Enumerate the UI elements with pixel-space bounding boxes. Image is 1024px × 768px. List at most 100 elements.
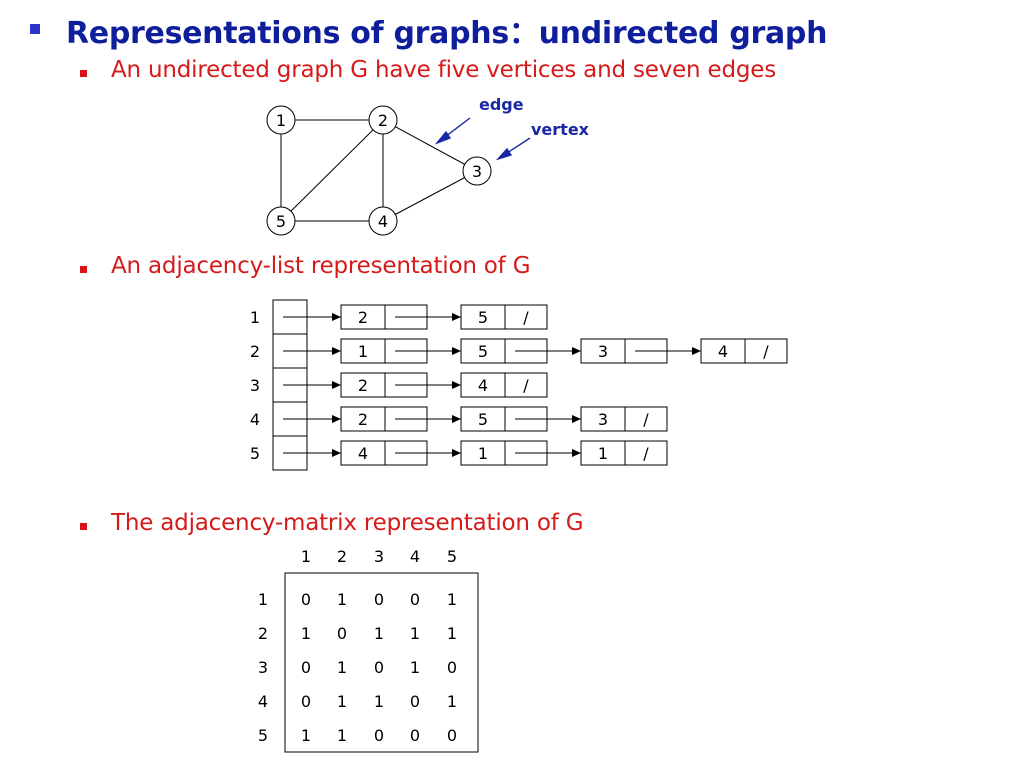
bullet-graph-description: An undirected graph G have five vertices… [111, 57, 777, 83]
vertex-arrowhead [495, 147, 513, 161]
head-arrow-head [332, 449, 341, 457]
matrix-cell: 0 [410, 692, 420, 711]
matrix-cell: 0 [374, 590, 384, 609]
node-value: 1 [478, 444, 488, 463]
matrix-cell: 1 [337, 590, 347, 609]
vertex-label-5: 5 [276, 212, 286, 231]
next-arrow-head [452, 347, 461, 355]
node-value: 2 [358, 410, 368, 429]
matrix-cell: 1 [337, 658, 347, 677]
matrix-cell: 1 [337, 726, 347, 745]
matrix-cell: 0 [374, 658, 384, 677]
edge-annotation-label: edge [479, 95, 524, 114]
graph-edges [280, 119, 478, 222]
matrix-row-header: 2 [258, 624, 268, 643]
list-node: 4/ [460, 372, 548, 398]
vertex-3 [462, 156, 492, 186]
next-arrow-head [572, 449, 581, 457]
matrix-cell: 0 [301, 692, 311, 711]
matrix-cell: 0 [374, 726, 384, 745]
node-pointer-cell [504, 304, 548, 330]
node-value: 5 [478, 308, 488, 327]
null-pointer: / [523, 308, 529, 327]
node-value: 1 [358, 342, 368, 361]
head-arrow-head [332, 381, 341, 389]
node-pointer-cell [624, 440, 668, 466]
matrix-row-header: 5 [258, 726, 268, 745]
matrix-cell: 0 [301, 590, 311, 609]
next-arrow-head [572, 347, 581, 355]
node-value: 4 [358, 444, 368, 463]
node-value: 1 [598, 444, 608, 463]
adj-list-index-3: 3 [250, 376, 260, 395]
matrix-column-header: 4 [410, 547, 420, 566]
node-value: 2 [358, 376, 368, 395]
matrix-cell: 0 [447, 726, 457, 745]
next-arrow-head [572, 415, 581, 423]
matrix-cell: 0 [301, 658, 311, 677]
vertex-label-2: 2 [378, 111, 388, 130]
node-value: 4 [478, 376, 488, 395]
annotation-arrows [434, 117, 531, 161]
next-arrow-head [692, 347, 701, 355]
list-node: 5/ [460, 304, 548, 330]
matrix-cell: 0 [337, 624, 347, 643]
matrix-cell: 0 [410, 726, 420, 745]
vertex-4 [368, 206, 398, 236]
vertex-label-3: 3 [472, 162, 482, 181]
list-node: 1/ [580, 440, 668, 466]
matrix-column-header: 1 [301, 547, 311, 566]
node-value: 2 [358, 308, 368, 327]
node-value: 4 [718, 342, 728, 361]
list-node: 3/ [580, 406, 668, 432]
matrix-cell: 1 [447, 692, 457, 711]
matrix-cell: 1 [301, 624, 311, 643]
matrix-row-header: 4 [258, 692, 268, 711]
matrix-column-header: 5 [447, 547, 457, 566]
matrix-cell: 1 [301, 726, 311, 745]
matrix-border [284, 572, 479, 753]
bullet-marker [80, 70, 87, 77]
matrix-cell: 0 [410, 590, 420, 609]
matrix-cell: 0 [447, 658, 457, 677]
matrix-cell: 1 [374, 624, 384, 643]
matrix-column-header: 3 [374, 547, 384, 566]
node-value: 3 [598, 410, 608, 429]
matrix-row-header: 3 [258, 658, 268, 677]
adj-list-index-2: 2 [250, 342, 260, 361]
next-arrow-head [452, 313, 461, 321]
matrix-cell: 1 [447, 590, 457, 609]
vertex-label-4: 4 [378, 212, 388, 231]
list-node: 4/ [700, 338, 788, 364]
title-bullet [30, 24, 40, 34]
head-arrow-head [332, 415, 341, 423]
slide-title: Representations of graphs：undirected gra… [66, 16, 828, 51]
matrix-cell: 1 [410, 624, 420, 643]
adj-list-index-5: 5 [250, 444, 260, 463]
node-value: 5 [478, 342, 488, 361]
adj-list-index-1: 1 [250, 308, 260, 327]
matrix-cell: 1 [447, 624, 457, 643]
matrix-cell: 1 [374, 692, 384, 711]
null-pointer: / [643, 410, 649, 429]
edge-2-5 [280, 119, 384, 222]
null-pointer: / [523, 376, 529, 395]
bullet-marker [80, 523, 87, 530]
head-arrow-head [332, 347, 341, 355]
node-value: 5 [478, 410, 488, 429]
null-pointer: / [643, 444, 649, 463]
next-arrow-head [452, 381, 461, 389]
bullet-adjacency-matrix: The adjacency-matrix representation of G [111, 510, 584, 536]
adj-list-index-4: 4 [250, 410, 260, 429]
vertex-5 [266, 206, 296, 236]
node-pointer-cell [744, 338, 788, 364]
bullet-adjacency-list: An adjacency-list representation of G [111, 253, 531, 279]
bullet-marker [80, 266, 87, 273]
edge-arrowhead [434, 130, 452, 145]
node-pointer-cell [624, 406, 668, 432]
null-pointer: / [763, 342, 769, 361]
